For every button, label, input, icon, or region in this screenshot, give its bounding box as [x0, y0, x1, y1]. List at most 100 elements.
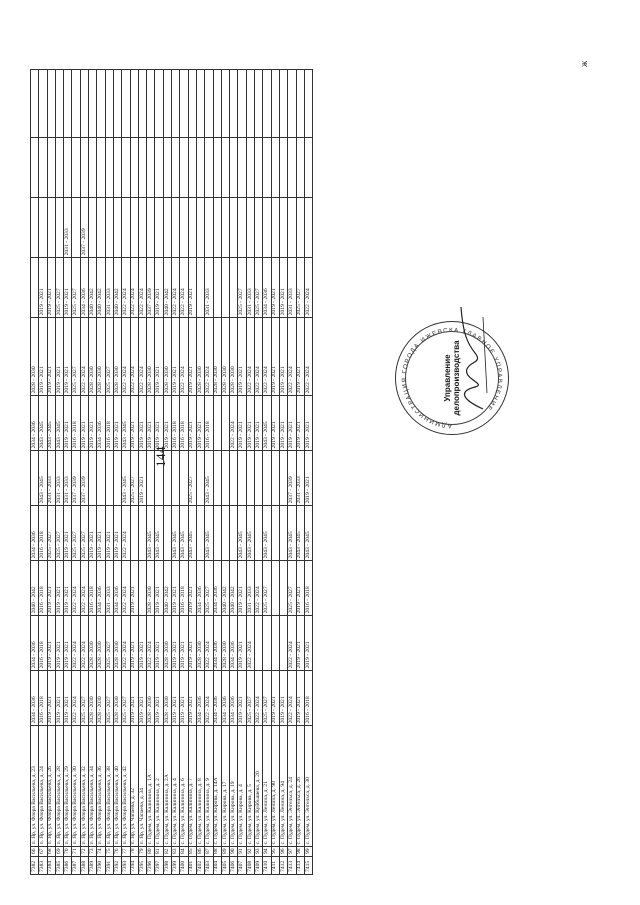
- cell-c6: 2019 - 2021: [113, 395, 122, 451]
- stamp-center: Управление делопроизводства: [443, 340, 461, 415]
- cell-c8: [30, 257, 39, 318]
- cell-id: 7394: [130, 856, 139, 875]
- cell-c4: [213, 505, 222, 561]
- cell-no: 97: [287, 846, 296, 857]
- cell-c5: 2043 - 2045: [121, 450, 131, 506]
- cell-c9: [105, 197, 114, 258]
- cell-c2: 2022 - 2024: [146, 615, 155, 671]
- cell-c1: 2028 - 2030: [146, 670, 155, 726]
- cell-c6: 2019 - 2021: [146, 395, 155, 451]
- cell-empty: [146, 69, 155, 138]
- cell-c9: [71, 197, 81, 258]
- cell-c8: 2022 - 2024: [138, 257, 147, 318]
- cell-c3: 2019 - 2021: [237, 560, 247, 616]
- cell-empty: [221, 137, 230, 198]
- stamp-line-1: Управление: [442, 354, 452, 402]
- cell-c9: [47, 197, 56, 258]
- cell-address: п. Яр, ул. Флора Васильева, д. 34: [88, 725, 97, 847]
- cell-c6: [213, 395, 222, 451]
- cell-c6: 2019 - 2021: [304, 395, 313, 451]
- cell-empty: [213, 137, 222, 198]
- cell-address: с. Пудем, ул. Энгельса, д. 24: [287, 725, 296, 847]
- cell-id: 7410: [262, 856, 272, 875]
- cell-empty: [204, 137, 214, 198]
- cell-c6: 2016 - 2018: [179, 395, 189, 451]
- cell-c6: 2043 - 2045: [121, 395, 131, 451]
- cell-no: 85: [188, 846, 197, 857]
- cell-c6: 2016 - 2018: [204, 395, 214, 451]
- cell-c1: 2025 - 2027: [121, 670, 131, 726]
- cell-c9: [121, 197, 131, 258]
- cell-c1: 2019 - 2021: [296, 670, 305, 726]
- cell-c2: 2019 - 2021: [47, 615, 56, 671]
- cell-c6: 2034 - 2036: [96, 395, 106, 451]
- cell-c7: 2022 - 2024: [262, 317, 272, 396]
- cell-c5: [105, 450, 114, 506]
- cell-c9: [188, 197, 197, 258]
- cell-c7: 2019 - 2021: [188, 317, 197, 396]
- cell-c3: 2016 - 2018: [88, 560, 97, 616]
- signature-icon: [460, 306, 488, 410]
- cell-c9: [213, 197, 222, 258]
- cell-c4: [279, 505, 288, 561]
- cell-c3: 2022 - 2024: [80, 560, 89, 616]
- cell-c1: 2019 - 2021: [237, 670, 247, 726]
- cell-c6: 2043 - 2045: [262, 395, 272, 451]
- cell-c2: 2022 - 2024: [121, 615, 131, 671]
- cell-c6: 2019 - 2021: [88, 395, 97, 451]
- cell-no: 84: [179, 846, 189, 857]
- cell-empty: [138, 137, 147, 198]
- cell-c1: 2019 - 2021: [154, 670, 164, 726]
- cell-c4: 2025 - 2027: [47, 505, 56, 561]
- cell-c8: 2040 - 2042: [113, 257, 122, 318]
- cell-c8: 2025 - 2027: [296, 257, 305, 318]
- cell-c5: 2019 - 2021: [138, 450, 147, 506]
- cell-c4: 2043 - 2045: [237, 505, 247, 561]
- cell-no: 66: [30, 846, 39, 857]
- cell-c7: 2022 - 2024: [204, 317, 214, 396]
- cell-no: 90: [229, 846, 238, 857]
- cell-empty: [271, 137, 280, 198]
- cell-no: 93: [254, 846, 263, 857]
- cell-c9: [179, 197, 189, 258]
- cell-empty: [262, 69, 272, 138]
- cell-c1: 2028 - 2030: [113, 670, 122, 726]
- cell-c5: [237, 450, 247, 506]
- cell-no: 75: [105, 846, 114, 857]
- cell-id: 7409: [254, 856, 263, 875]
- cell-c2: 2034 - 2036: [30, 615, 39, 671]
- cell-address: п. Яр, ул. Флора Васильева, д. 40: [113, 725, 122, 847]
- cell-c9: [38, 197, 48, 258]
- cell-c1: 2022 - 2024: [204, 670, 214, 726]
- cell-c7: 2019 - 2021: [271, 317, 280, 396]
- cell-c9: [262, 197, 272, 258]
- cell-address: с. Пудем, ул. Калинина, д. 2: [154, 725, 164, 847]
- cell-c8: 2040 - 2042: [163, 257, 172, 318]
- cell-empty: [71, 69, 81, 138]
- cell-c1: 2019 - 2021: [55, 670, 64, 726]
- cell-c2: 2019 - 2021: [296, 615, 305, 671]
- cell-c4: 2019 - 2021: [96, 505, 106, 561]
- cell-c2: 2016 - 2018: [38, 615, 48, 671]
- cell-empty: [163, 137, 172, 198]
- cell-c2: 2022 - 2024: [246, 615, 255, 671]
- cell-c7: 2028 - 2030: [146, 317, 155, 396]
- cell-id: 7402: [196, 856, 205, 875]
- cell-c9: [154, 197, 164, 258]
- cell-c2: 2019 - 2021: [171, 615, 180, 671]
- cell-address: с. Пудем, ул. Калинина, д. 2А: [163, 725, 172, 847]
- cell-c8: 2031 - 2033: [246, 257, 255, 318]
- cell-id: 7415: [304, 856, 313, 875]
- cell-c3: 2019 - 2021: [171, 560, 180, 616]
- cell-c9: [146, 197, 155, 258]
- cell-id: 7414: [296, 856, 305, 875]
- cell-empty: [188, 137, 197, 198]
- cell-c4: 2016 - 2018: [38, 505, 48, 561]
- cell-empty: [71, 137, 81, 198]
